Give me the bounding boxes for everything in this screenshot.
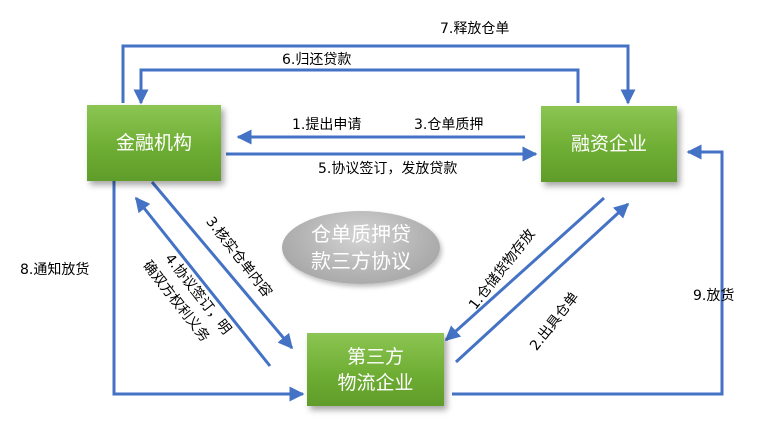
label-sign-and-release-loan: 5.协议签订，发放贷款: [318, 161, 458, 177]
arrow-verify-receipt: [150, 181, 294, 350]
arrow-sign-agreement: [134, 196, 272, 367]
arrow-store-goods: [444, 196, 606, 342]
node-financial-institution: 金融机构: [87, 105, 221, 181]
node-logistics-enterprise: 第三方 物流企业: [307, 333, 444, 406]
label-release-goods: 9.放货: [693, 288, 735, 304]
label-submit-application: 1.提出申请: [292, 117, 362, 133]
arrow-issue-receipt: [454, 202, 630, 364]
arrow-notify-release: [112, 180, 305, 402]
arrow-release-goods: [452, 144, 724, 396]
label-warehouse-receipt-pledge: 3.仓单质押: [414, 117, 484, 133]
label-release-warehouse-receipt: 7.释放仓单: [440, 21, 510, 37]
node-financing-enterprise: 融资企业: [541, 106, 677, 182]
arrow-release-warehouse-receipt: [121, 44, 636, 105]
node-tripartite-agreement: 仓单质押贷 款三方协议: [282, 211, 440, 284]
arrow-repay-loan: [133, 68, 580, 105]
label-repay-loan: 6.归还贷款: [282, 52, 352, 68]
label-notify-release: 8.通知放货: [20, 262, 90, 278]
